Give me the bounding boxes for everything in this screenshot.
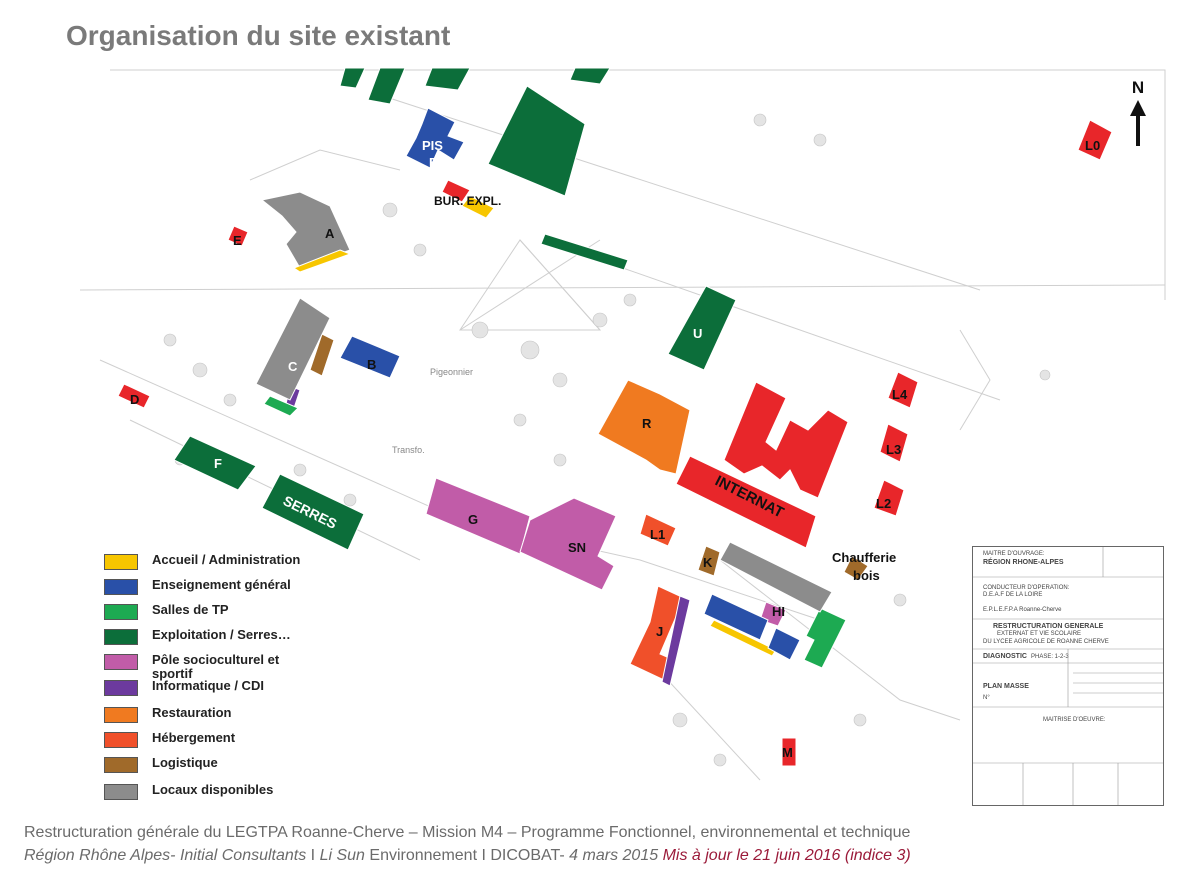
label-l2: L2 (876, 496, 891, 511)
site-map: PIS E BUR. EXPL. A E B C D F SERRES U R … (79, 67, 1166, 781)
exploitation-buildings (173, 67, 737, 551)
label-bur-expl: BUR. EXPL. (434, 194, 501, 208)
legend-item-salles-tp: Salles de TP (104, 602, 229, 622)
legend-swatch (104, 629, 138, 645)
socioculturel-buildings (425, 477, 787, 627)
legend-item-hebergement: Hébergement (104, 730, 235, 750)
cartouche-grid (973, 547, 1163, 805)
footer-env: Environnement I DICOBAT- (364, 847, 570, 864)
footer-update: Mis à jour le 21 juin 2016 (indice 3) (662, 847, 911, 864)
legend-item-restauration: Restauration (104, 705, 231, 725)
label-b: B (367, 357, 376, 372)
enseignement-buildings (339, 107, 465, 379)
legend-swatch (104, 732, 138, 748)
locaux-disponibles (255, 191, 833, 653)
cartouche-maitrise: MAITRISE D'OEUVRE: (1043, 717, 1106, 723)
label-l1: L1 (650, 527, 665, 542)
label-j: J (656, 624, 663, 639)
cartouche-plan-masse: PLAN MASSE (983, 683, 1029, 690)
legend-label: Exploitation / Serres… (152, 627, 291, 642)
accueil-buildings (461, 195, 495, 219)
label-transfo: Transfo. (392, 445, 425, 455)
legend-swatch (104, 654, 138, 670)
label-u: U (693, 326, 702, 341)
legend-swatch (104, 757, 138, 773)
cartouche-externat: EXTERNAT ET VIE SCOLAIRE (997, 631, 1082, 637)
legend-label: Restauration (152, 705, 232, 720)
label-chaufferie: Chaufferie (832, 550, 896, 565)
footer-lisun: Li Sun (319, 847, 365, 864)
north-label: N (1131, 78, 1145, 97)
accueil-stripes (292, 249, 777, 657)
label-a: A (325, 226, 335, 241)
legend-swatch (104, 784, 138, 800)
footer-region: Région Rhône Alpes- Initial Consultants (24, 847, 307, 864)
footer-line-1: Restructuration générale du LEGTPA Roann… (24, 824, 911, 841)
legend-item-logistique: Logistique (104, 755, 218, 775)
hebergement-buildings (117, 119, 1113, 767)
cartouche-region: RÉGION RHONE-ALPES (983, 559, 1064, 566)
restauration-building (597, 379, 691, 475)
legend-label: Locaux disponibles (152, 782, 274, 797)
page-title: Organisation du site existant (66, 20, 451, 51)
legend-label: Salles de TP (152, 602, 229, 617)
label-r: R (642, 416, 652, 431)
legend-item-enseignement: Enseignement général (104, 577, 291, 597)
label-sn: SN (568, 540, 586, 555)
legend-swatch (104, 579, 138, 595)
cartouche-lycee: DU LYCEE AGRICOLE DE ROANNE CHERVE (983, 639, 1109, 645)
footer-sep: I (306, 847, 320, 864)
label-pis: PIS (422, 138, 443, 153)
hebergement-orange (629, 513, 685, 681)
legend-item-locaux: Locaux disponibles (104, 782, 273, 802)
label-hi: HI (772, 604, 785, 619)
label-pis-e: E (429, 155, 438, 170)
hi-complex-blue (703, 593, 801, 661)
legend-item-accueil: Accueil / Administration (104, 552, 300, 572)
north-indicator: N (1126, 78, 1150, 153)
label-f: F (214, 456, 222, 471)
label-d: D (130, 392, 139, 407)
legend-label: Logistique (152, 755, 218, 770)
legend-label: Pôle socioculturel et sportif (152, 652, 280, 681)
cartouche-conducteur: CONDUCTEUR D'OPERATION: (983, 585, 1070, 591)
label-l0: L0 (1085, 138, 1100, 153)
legend-swatch (104, 680, 138, 696)
cartouche-maitre-ouvrage: MAITRE D'OUVRAGE: (983, 551, 1045, 557)
label-m: M (782, 745, 793, 760)
label-l4: L4 (892, 387, 908, 402)
legend-item-informatique: Informatique / CDI (104, 678, 264, 698)
label-l3: L3 (886, 442, 901, 457)
label-k: K (703, 555, 713, 570)
cartouche-restructuration: RESTRUCTURATION GENERALE (993, 623, 1104, 630)
cartouche-diagnostic: DIAGNOSTIC (983, 653, 1027, 660)
cartouche-phase: PHASE: 1-2-3 (1031, 654, 1069, 660)
legend-item-exploitation: Exploitation / Serres… (104, 627, 291, 647)
cartouche-numero: N° (983, 695, 990, 701)
cartouche-eplefpa: E.P.L.E.F.P.A Roanne-Cherve (983, 607, 1062, 613)
salles-tp-buildings (263, 395, 847, 669)
label-e: E (233, 233, 242, 248)
label-chaufferie-bois: bois (853, 568, 880, 583)
label-c: C (288, 359, 298, 374)
legend-label: Enseignement général (152, 577, 291, 592)
footer-date: 4 mars 2015 (569, 847, 663, 864)
footer-line-2: Région Rhône Alpes- Initial Consultants … (24, 847, 911, 865)
legend-label: Hébergement (152, 730, 236, 745)
label-pigeonnier: Pigeonnier (430, 367, 473, 377)
cartouche-deaf: D.E.A.F DE LA LOIRE (983, 592, 1043, 598)
legend-swatch (104, 604, 138, 620)
logistique-buildings (309, 333, 869, 581)
legend-swatch (104, 707, 138, 723)
legend-item-socioculturel: Pôle socioculturel et sportif (104, 652, 279, 681)
trees (163, 113, 1051, 767)
legend-swatch (104, 554, 138, 570)
north-arrow-icon (1130, 100, 1146, 146)
legend-label: Informatique / CDI (152, 678, 264, 693)
label-g: G (468, 512, 478, 527)
legend-label: Accueil / Administration (152, 552, 301, 567)
title-block: MAITRE D'OUVRAGE: RÉGION RHONE-ALPES CON… (972, 546, 1164, 806)
